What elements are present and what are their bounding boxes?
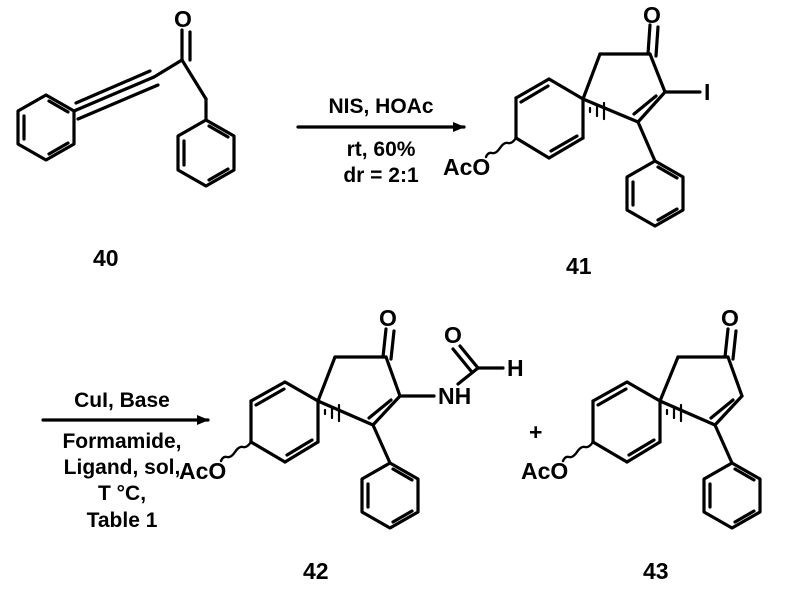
condition-formamide: Formamide, — [62, 430, 181, 453]
compound-number-42: 42 — [303, 558, 329, 584]
compound-number-41: 41 — [566, 253, 592, 279]
compound-number-43: 43 — [643, 558, 669, 584]
acetoxy-group: AcO — [179, 458, 226, 484]
carbonyl-oxygen: O — [643, 2, 661, 28]
plus-sign: + — [529, 419, 542, 445]
carbonyl-oxygen: O — [379, 305, 397, 331]
condition-dr: dr = 2:1 — [343, 164, 419, 187]
formyl-hydrogen: H — [507, 355, 524, 381]
acetoxy-group: AcO — [443, 154, 490, 180]
formyl-oxygen: O — [444, 322, 462, 348]
iodine-atom: I — [704, 79, 710, 105]
condition-reagents: NIS, HOAc — [328, 95, 433, 118]
nh-group: NH — [438, 383, 471, 409]
condition-temperature-yield: rt, 60% — [347, 138, 416, 161]
condition-temperature: T °C, — [98, 482, 146, 505]
condition-ligand-solvent: Ligand, sol, — [64, 456, 181, 479]
compound-42: O NH O H AcO 42 — [179, 305, 524, 584]
compound-41: O I AcO 41 — [443, 2, 710, 279]
compound-40: O 40 — [16, 6, 236, 271]
compound-43: O AcO 43 — [521, 305, 762, 584]
phenyl-ring — [16, 93, 76, 162]
phenyl-ring — [176, 118, 236, 188]
carbonyl-oxygen: O — [174, 6, 192, 32]
acetoxy-group: AcO — [521, 458, 568, 484]
condition-catalyst-base: CuI, Base — [74, 389, 170, 412]
wavy-bond — [561, 440, 595, 463]
wavy-bond — [219, 440, 253, 463]
compound-number-40: 40 — [93, 245, 119, 271]
condition-table-ref: Table 1 — [87, 509, 158, 532]
wavy-bond — [484, 136, 518, 159]
phenyl-ring — [625, 159, 685, 228]
phenyl-ring — [702, 461, 762, 530]
carbonyl-oxygen: O — [721, 305, 739, 331]
phenyl-ring — [360, 461, 420, 530]
alkyne-bond — [72, 75, 156, 113]
